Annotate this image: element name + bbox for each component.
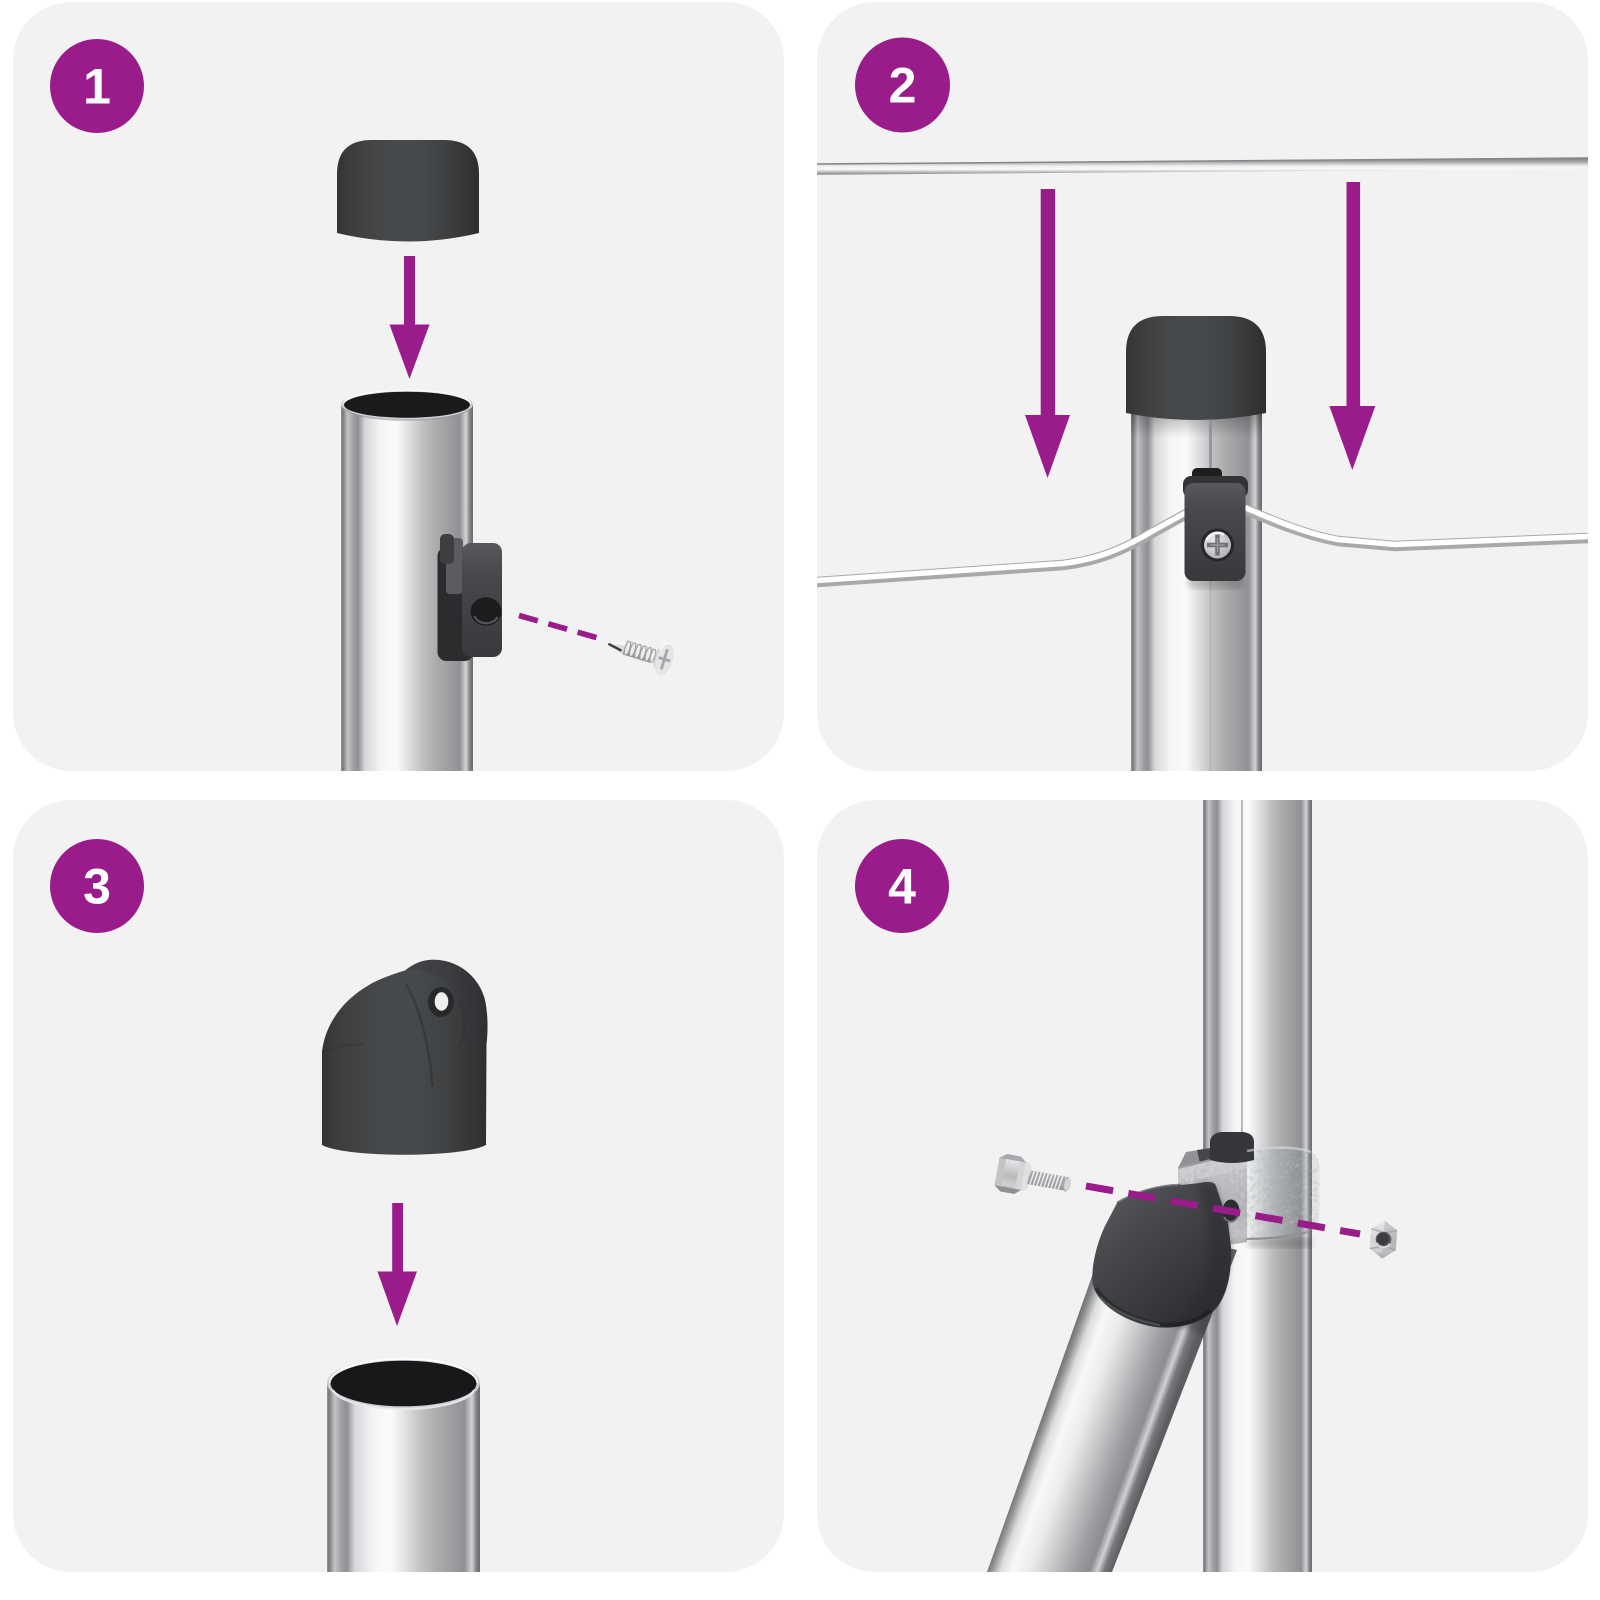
svg-text:2: 2 [889, 58, 917, 114]
svg-text:3: 3 [83, 859, 111, 915]
svg-text:4: 4 [888, 859, 916, 915]
svg-text:1: 1 [83, 59, 111, 115]
